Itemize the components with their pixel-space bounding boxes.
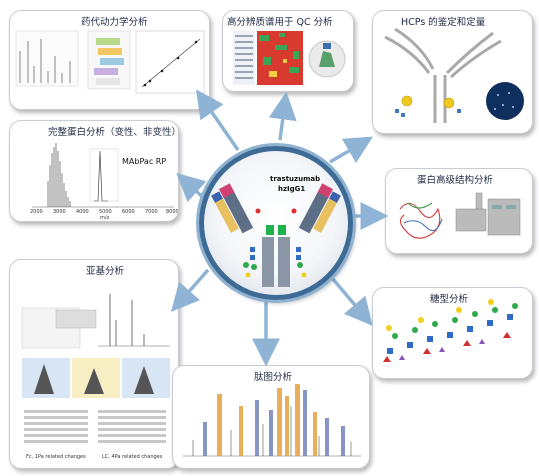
qc-title: 高分辨质谱用于 QC 分析	[227, 17, 333, 28]
intact-figure	[32, 143, 174, 208]
intact-xunit: m/z	[100, 215, 110, 221]
hcp-title: HCPs 的鉴定和定量	[401, 17, 486, 28]
hos-figure	[399, 192, 521, 239]
intact-xtick-4: 6000	[122, 209, 135, 215]
antibody-isotype: hzIgG1	[278, 185, 306, 193]
intact-title: 完整蛋白分析（变性、非变性）	[48, 127, 179, 138]
glycan-panel: 糖型分析	[372, 287, 533, 379]
glycan-figure	[383, 299, 518, 362]
intact-inset-label: MAbPac RP	[122, 157, 167, 166]
subunit-figure	[21, 294, 170, 443]
subunit-title: 亚基分析	[86, 266, 125, 277]
subunit-caption-right: LC, 4Pa related changes	[102, 454, 163, 460]
intact-xtick-5: 7000	[145, 209, 158, 215]
antibody-name: trastuzumab	[270, 175, 321, 183]
peptide-title: 肽图分析	[254, 372, 293, 383]
hcp-figure	[384, 27, 524, 123]
pk-panel: 药代动力学分析	[9, 10, 210, 110]
pk-figure	[15, 30, 205, 94]
subunit-panel: 亚基分析 Fc, 1Pa related changes LC, 4Pa rel…	[9, 259, 179, 469]
subunit-caption-left: Fc, 1Pa related changes	[26, 454, 86, 460]
hcp-panel: HCPs 的鉴定和定量	[372, 10, 533, 134]
hos-panel: 蛋白高级结构分析	[385, 168, 533, 254]
intact-xtick-0: 2000	[30, 209, 43, 215]
intact-panel: 完整蛋白分析（变性、非变性） 2000 3000 4000 5000 6000 …	[9, 120, 179, 222]
intact-xtick-1: 3000	[53, 209, 66, 215]
antibody-diagram	[211, 183, 341, 287]
qc-panel: 高分辨质谱用于 QC 分析	[222, 10, 354, 92]
hos-title: 蛋白高级结构分析	[417, 175, 494, 186]
pk-title: 药代动力学分析	[81, 17, 148, 28]
intact-xtick-3: 5000	[99, 209, 112, 215]
intact-xtick-6: 8000	[166, 209, 179, 215]
peptide-figure	[183, 384, 361, 457]
glycan-title: 糖型分析	[430, 294, 469, 305]
intact-xtick-2: 4000	[76, 209, 89, 215]
arrow-to-qc	[268, 91, 297, 141]
peptide-panel: 肽图分析	[172, 365, 370, 469]
qc-figure	[233, 31, 346, 85]
antibody-circle: trastuzumab hzIgG1	[199, 146, 353, 300]
